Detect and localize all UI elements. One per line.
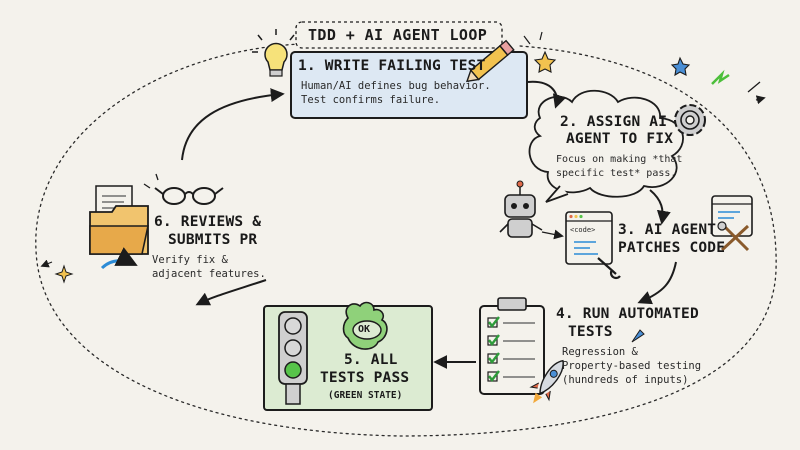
rocket-icon bbox=[631, 329, 645, 343]
pencil-icon bbox=[465, 39, 515, 83]
dotted-loop bbox=[35, 43, 777, 437]
step6-desc-line1: Verify fix & bbox=[152, 254, 228, 266]
traffic-light-icon bbox=[278, 311, 308, 405]
step2-desc-line2: specific test* pass. bbox=[556, 168, 677, 179]
robot-icon bbox=[499, 180, 543, 238]
star-icon bbox=[670, 56, 691, 77]
ok-badge-text: OK bbox=[358, 324, 371, 335]
star-icon bbox=[533, 50, 557, 73]
arrow-2-to-3 bbox=[649, 189, 671, 225]
diagram-title: TDD + AI AGENT LOOP bbox=[308, 26, 488, 44]
step5-note: (GREEN STATE) bbox=[328, 390, 403, 401]
step4-heading-line2: TESTS bbox=[568, 324, 613, 340]
step4-desc-line3: (hundreds of inputs) bbox=[562, 374, 689, 386]
gear-icon bbox=[674, 104, 706, 136]
wrench-icon bbox=[597, 257, 621, 280]
step1-box bbox=[290, 51, 528, 119]
step2-heading-line1: 2. ASSIGN AI bbox=[560, 114, 668, 130]
arrow-3-to-4 bbox=[637, 261, 677, 305]
step1-heading: 1. WRITE FAILING TEST bbox=[298, 58, 486, 74]
step6-desc-line2: adjacent features. bbox=[152, 268, 266, 280]
step4-desc-line2: Property-based testing bbox=[562, 360, 702, 372]
step3-heading-line2: PATCHES CODE bbox=[618, 240, 726, 256]
title-box bbox=[295, 21, 503, 49]
ok-hand-icon bbox=[342, 301, 388, 350]
step1-desc-line1: Human/AI defines bug behavior. bbox=[301, 80, 491, 92]
tools-icon bbox=[711, 195, 753, 252]
step1-desc-line2: Test confirms failure. bbox=[301, 94, 441, 106]
step4-desc-line1: Regression & bbox=[562, 346, 638, 358]
step6-heading-line2: SUBMITS PR bbox=[168, 232, 258, 248]
step6-heading-line1: 6. REVIEWS & bbox=[154, 214, 262, 230]
step2-cloud bbox=[528, 89, 684, 198]
sparkle-icon bbox=[711, 69, 730, 85]
step5-heading-line2: TESTS PASS bbox=[320, 370, 410, 386]
arrow-6-to-1 bbox=[181, 88, 285, 161]
clipboard-checklist-icon bbox=[479, 297, 545, 395]
step3-heading-line1: 3. AI AGENT bbox=[618, 222, 717, 238]
arrow-1-to-2 bbox=[527, 80, 567, 109]
arrow-robot-to-code bbox=[541, 229, 564, 240]
sparkle-icon bbox=[54, 264, 74, 284]
code-label: <code> bbox=[570, 226, 596, 234]
rocket-icon bbox=[529, 359, 564, 404]
step2-heading-line2: AGENT TO FIX bbox=[566, 131, 674, 147]
code-window-icon bbox=[565, 211, 613, 265]
lightbulb-icon bbox=[252, 29, 300, 77]
step4-heading-line1: 4. RUN AUTOMATED bbox=[556, 306, 699, 322]
step2-desc-line1: Focus on making *that bbox=[556, 154, 683, 165]
step5-heading-line1: 5. ALL bbox=[344, 352, 398, 368]
glasses-icon bbox=[154, 187, 224, 205]
folder-icon bbox=[89, 185, 149, 255]
arrow-5-to-6 bbox=[195, 279, 267, 306]
share-arrow bbox=[100, 247, 138, 270]
